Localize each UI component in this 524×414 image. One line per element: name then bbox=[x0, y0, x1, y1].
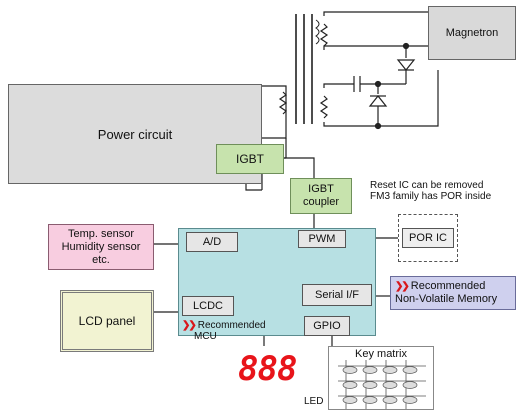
recommended-mcu-note: ❯❯Recommended MCU bbox=[182, 320, 266, 342]
igbt-label: IGBT bbox=[235, 151, 264, 166]
recommended-arrow-icon: ❯❯ bbox=[182, 320, 197, 331]
mcu-note-line1: Recommended bbox=[197, 320, 266, 331]
reset-ic-note: Reset IC can be removed FM3 family has P… bbox=[370, 180, 491, 202]
por-ic-label: POR IC bbox=[409, 231, 447, 244]
sensor-block: Temp. sensor Humidity sensor etc. bbox=[48, 224, 154, 270]
por-ic-outline bbox=[398, 214, 458, 262]
reset-note-line1: Reset IC can be removed bbox=[370, 180, 484, 191]
mcu-gpio-chip: GPIO bbox=[304, 316, 350, 336]
led-display: 888 bbox=[238, 349, 297, 389]
mcu-ad-label: A/D bbox=[202, 235, 222, 248]
lcd-panel-block: LCD panel bbox=[60, 290, 154, 352]
sensor-line3: etc. bbox=[92, 253, 110, 266]
mcu-gpio-label: GPIO bbox=[313, 319, 341, 332]
igbt-coupler-line1: IGBT bbox=[308, 183, 334, 195]
mcu-ad-chip: A/D bbox=[186, 232, 238, 252]
mcu-note-line2: MCU bbox=[194, 331, 217, 342]
mcu-pwm-label: PWM bbox=[308, 232, 336, 245]
mcu-pwm-chip: PWM bbox=[298, 230, 346, 248]
igbt-coupler-line2: coupler bbox=[302, 196, 340, 208]
mcu-serial-label: Serial I/F bbox=[314, 288, 359, 301]
key-matrix-block: Key matrix bbox=[328, 346, 434, 410]
memory-recommended-arrow-icon: ❯❯ bbox=[395, 281, 410, 292]
memory-line1: Recommended bbox=[410, 280, 486, 292]
sensor-line1: Temp. sensor bbox=[67, 227, 135, 240]
magnetron-label: Magnetron bbox=[445, 26, 499, 39]
power-circuit-label: Power circuit bbox=[97, 126, 173, 142]
led-label: LED bbox=[304, 396, 324, 407]
igbt-coupler-block: IGBT coupler bbox=[290, 178, 352, 214]
led-digits: 888 bbox=[238, 349, 297, 389]
memory-block: ❯❯Recommended Non-Volatile Memory bbox=[390, 276, 516, 310]
mcu-lcdc-chip: LCDC bbox=[182, 296, 234, 316]
reset-note-line2: FM3 family has POR inside bbox=[370, 191, 492, 202]
memory-line2: Non-Volatile Memory bbox=[395, 293, 498, 305]
lcd-panel-label: LCD panel bbox=[78, 314, 136, 328]
mcu-lcdc-label: LCDC bbox=[193, 299, 223, 312]
sensor-line2: Humidity sensor bbox=[61, 240, 141, 253]
magnetron-block: Magnetron bbox=[428, 6, 516, 60]
key-matrix-label: Key matrix bbox=[355, 348, 407, 360]
igbt-block: IGBT bbox=[216, 144, 284, 174]
por-ic-block: POR IC bbox=[402, 228, 454, 248]
mcu-serial-chip: Serial I/F bbox=[302, 284, 372, 306]
